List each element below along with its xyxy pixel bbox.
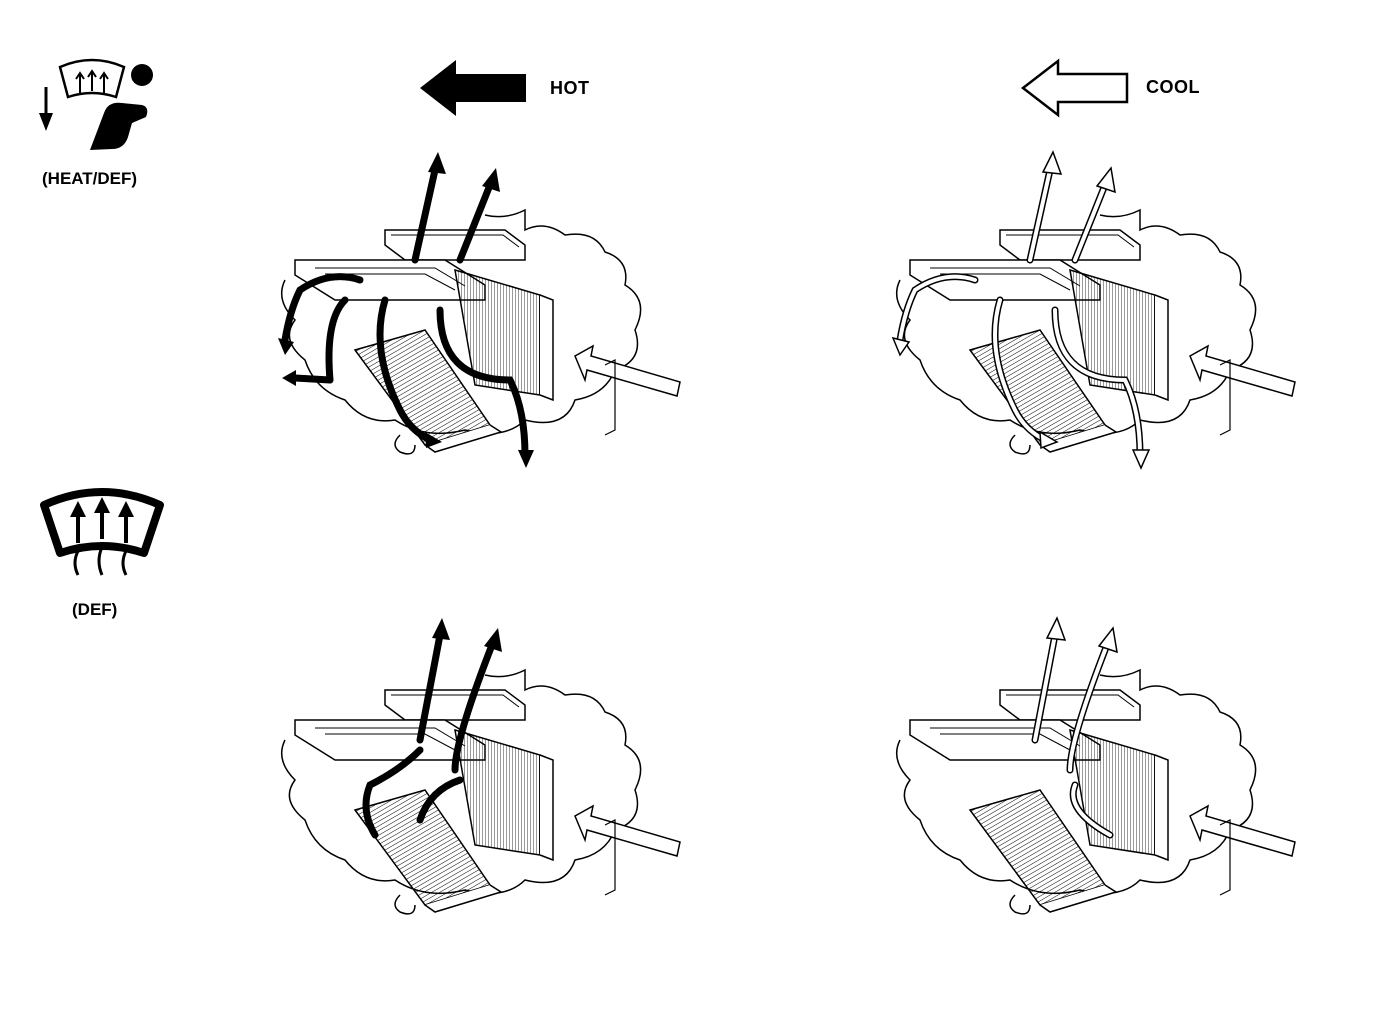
heater-unit-diagram — [895, 616, 1296, 915]
airflow-panel-def-hot — [270, 610, 690, 940]
outline-arrow-left-icon — [1020, 58, 1129, 118]
legend-cool-label: COOL — [1146, 77, 1200, 97]
airflow-panel-heat-def-hot — [270, 150, 690, 480]
heat-def-mode-icon — [39, 58, 153, 150]
mode-label-heat-def: (HEAT/DEF) — [42, 169, 138, 188]
def-mode: (DEF) — [30, 485, 180, 625]
legend-hot: HOT — [418, 58, 618, 118]
heater-unit-diagram — [891, 150, 1296, 470]
windshield-defrost-icon — [40, 488, 164, 576]
hot-airflow-arrows — [362, 631, 496, 839]
airflow-panel-def-cool — [885, 610, 1305, 940]
legend-hot-label: HOT — [550, 78, 590, 98]
mode-label-def: (DEF) — [72, 600, 118, 619]
legend-cool: COOL — [1020, 58, 1220, 118]
heat-def-mode: (HEAT/DEF) — [30, 55, 180, 195]
heater-unit-diagram — [280, 618, 681, 915]
heater-unit-diagram — [278, 152, 681, 468]
solid-arrow-left-icon — [420, 60, 526, 116]
hot-airflow-arrows — [281, 166, 529, 459]
airflow-panel-heat-def-cool — [885, 150, 1305, 480]
